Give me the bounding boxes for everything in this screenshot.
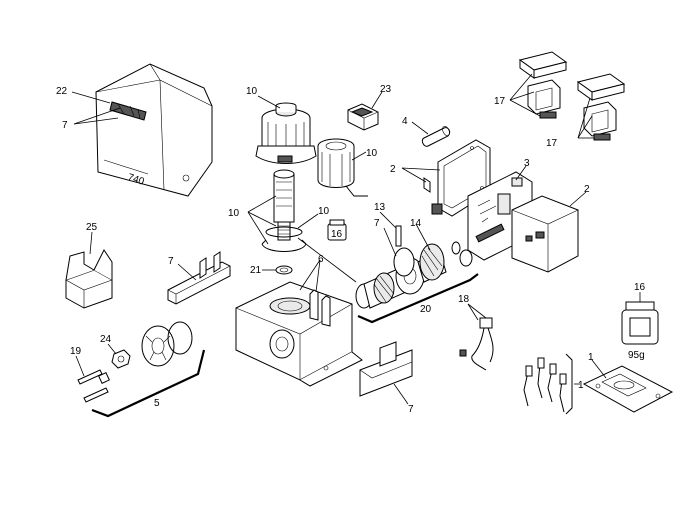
callout-16-jar: 16 [634, 282, 646, 293]
callout-22: 22 [56, 86, 68, 97]
limit-switch-lower [576, 73, 626, 141]
bearing-nut [275, 265, 293, 275]
sensor-cable [459, 317, 494, 371]
callout-10-motor: 10 [246, 86, 258, 97]
limit-switch-upper [518, 51, 568, 119]
callout-2-plate: 2 [390, 164, 396, 175]
callout-10-spring: 10 [318, 206, 330, 217]
callout-7-gear: 7 [374, 218, 380, 229]
capacitor [421, 125, 451, 147]
callout-7-release: 7 [408, 404, 414, 415]
pin [395, 225, 402, 247]
callout-6: 6 [318, 254, 324, 265]
base-plate [582, 365, 674, 413]
jar-small-label: 16 [331, 229, 343, 240]
callout-3: 3 [524, 158, 530, 169]
motor-stator [255, 102, 317, 164]
callout-13: 13 [374, 202, 386, 213]
hex-nut [111, 349, 131, 369]
callout-2-box: 2 [584, 184, 590, 195]
callout-1-plate: 1 [588, 352, 594, 363]
callout-10-shaft: 10 [228, 208, 240, 219]
packaging-box [65, 249, 113, 309]
callout-24: 24 [100, 334, 112, 345]
mounting-bracket [167, 251, 231, 305]
jar-weight-label: 95g [628, 350, 645, 361]
callout-10-encoder: 10 [366, 148, 378, 159]
callout-18: 18 [458, 294, 470, 305]
main-housing [235, 281, 363, 387]
release-wheel [141, 321, 193, 367]
encoder-cylinder [317, 138, 368, 197]
transformer-box [511, 195, 579, 273]
callout-5: 5 [154, 398, 160, 409]
callout-20: 20 [420, 304, 432, 315]
callout-17-lower: 17 [546, 138, 558, 149]
gear-shaft-assembly [355, 241, 473, 309]
cover-model-label: 740 [126, 172, 146, 188]
grease-jar [621, 301, 659, 345]
callout-7-bracket: 7 [168, 256, 174, 267]
callout-21: 21 [250, 265, 262, 276]
callout-7-cover: 7 [62, 120, 68, 131]
cable-lugs [523, 357, 567, 413]
screws [77, 369, 110, 403]
callout-19: 19 [70, 346, 82, 357]
callout-23: 23 [380, 84, 392, 95]
motor-cover: 740 [95, 63, 213, 197]
release-bracket [359, 341, 413, 397]
grease-jar-small: 16 [327, 219, 347, 241]
rotor-shaft [261, 169, 307, 252]
callout-4: 4 [402, 116, 408, 127]
callout-14: 14 [410, 218, 422, 229]
callout-17-upper: 17 [494, 96, 506, 107]
callout-25: 25 [86, 222, 98, 233]
part-23-block [347, 103, 379, 131]
callout-1-lugs: 1 [578, 380, 584, 391]
